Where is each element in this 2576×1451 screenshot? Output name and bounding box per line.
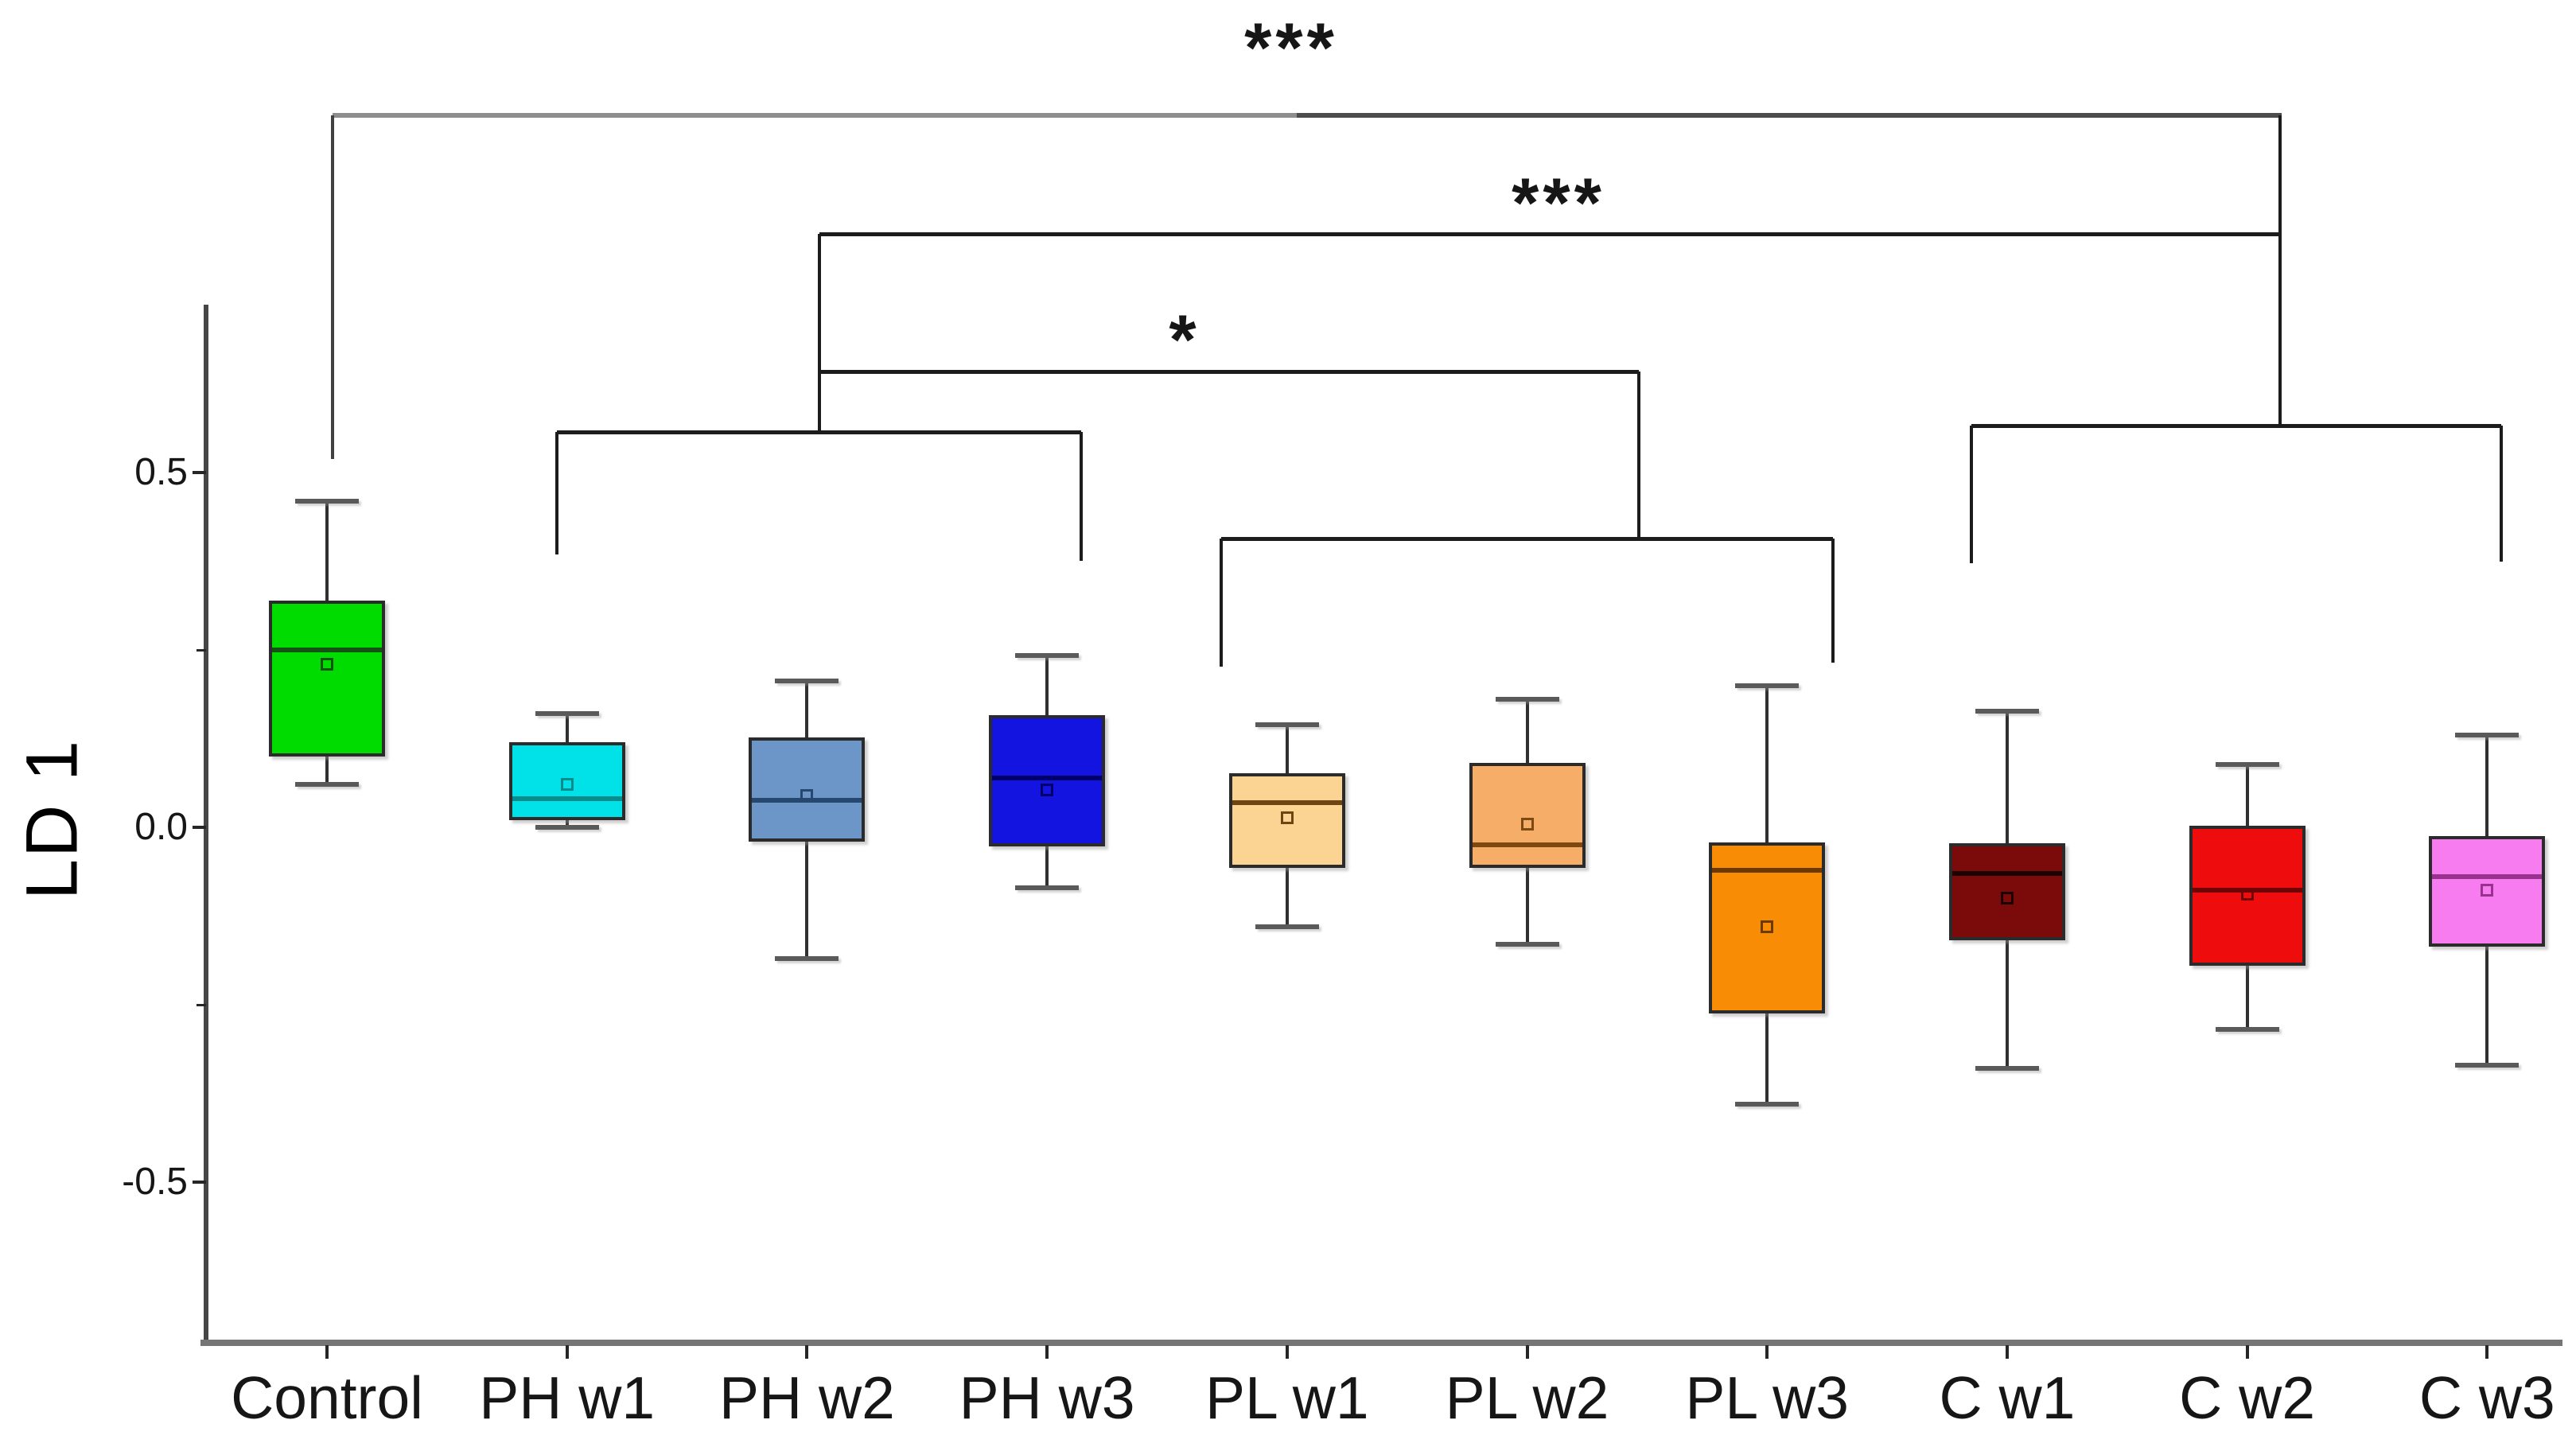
y-axis-major-tick [193, 1181, 206, 1184]
x-axis-category-label: Control [231, 1364, 423, 1431]
significance-bracket-drop [555, 432, 558, 554]
box-ph-w2 [749, 737, 866, 842]
mean-marker [2240, 887, 2254, 901]
y-axis-major-tick [193, 471, 206, 474]
whisker-cap-low [295, 782, 359, 788]
box-pl-w2 [1469, 762, 1586, 868]
significance-bracket-line [1221, 536, 1833, 541]
x-axis-tick [1765, 1345, 1769, 1359]
x-axis-category-label: PL w1 [1204, 1364, 1369, 1431]
mean-marker [1280, 811, 1294, 824]
whisker-cap-low [535, 825, 599, 830]
mean-marker [2481, 884, 2494, 897]
x-axis-tick [1045, 1345, 1049, 1359]
median-line [1712, 867, 1823, 873]
median-line [2192, 888, 2302, 893]
whisker-cap-low [1015, 885, 1080, 890]
y-axis-line [204, 305, 208, 1343]
significance-bracket-drop [818, 234, 821, 432]
whisker-cap-high [1735, 683, 1800, 688]
y-axis-major-tick [193, 826, 206, 829]
x-axis-tick [565, 1345, 569, 1359]
mean-marker [1041, 783, 1054, 796]
whisker-cap-low [775, 956, 839, 962]
significance-bracket-line [1971, 423, 2501, 428]
x-axis-category-label: PH w2 [718, 1364, 895, 1431]
significance-bracket-line [333, 113, 1297, 118]
median-line [2432, 874, 2543, 880]
whisker-cap-high [2215, 761, 2279, 767]
x-axis-category-label: PH w1 [479, 1364, 656, 1431]
significance-bracket-line [819, 231, 2280, 236]
mean-marker [1520, 818, 1534, 831]
mean-marker [321, 657, 333, 671]
median-line [1472, 842, 1582, 848]
x-axis-category-label: C w2 [2179, 1364, 2316, 1431]
x-axis-category-label: PL w2 [1445, 1364, 1609, 1431]
median-line [992, 776, 1103, 781]
x-axis-tick [1285, 1345, 1289, 1359]
whisker-cap-high [1975, 708, 2039, 714]
significance-bracket-drop [1970, 426, 1973, 563]
significance-bracket-drop [2278, 115, 2282, 426]
median-line [1951, 870, 2062, 876]
whisker-cap-low [1495, 942, 1559, 947]
whisker-cap-high [1015, 653, 1080, 659]
mean-marker [2000, 892, 2014, 905]
box-pl-w1 [1228, 773, 1345, 868]
x-axis-tick [805, 1345, 809, 1359]
whisker-cap-high [775, 679, 839, 684]
significance-bracket-drop [2500, 426, 2503, 562]
box-c-w2 [2189, 826, 2306, 966]
significance-bracket-drop [1080, 432, 1083, 561]
y-axis-minor-tick [197, 648, 206, 652]
whisker-cap-low [1735, 1101, 1800, 1107]
mean-marker [560, 778, 574, 792]
x-axis-tick [1525, 1345, 1529, 1359]
significance-bracket-drop [1637, 372, 1640, 539]
box-ph-w3 [989, 715, 1106, 847]
x-axis-category-label: PL w3 [1685, 1364, 1850, 1431]
mean-marker [1761, 920, 1774, 933]
significance-bracket-line [1297, 113, 2282, 118]
y-axis-tick-label: -0.5 [122, 1161, 188, 1203]
whisker-cap-high [295, 498, 359, 504]
x-axis-tick [2245, 1345, 2249, 1359]
box-c-w3 [2429, 835, 2546, 947]
box-control [269, 600, 385, 757]
whisker-cap-low [1255, 924, 1319, 929]
box-c-w1 [1948, 842, 2065, 940]
significance-stars: *** [1244, 8, 1338, 87]
box-ph-w1 [508, 741, 625, 821]
significance-bracket-drop [331, 115, 334, 459]
whisker-cap-low [1975, 1066, 2039, 1072]
y-axis-minor-tick [197, 1003, 206, 1006]
median-line [512, 796, 622, 802]
whisker-cap-high [2455, 733, 2520, 738]
x-axis-category-label: PH w3 [959, 1364, 1135, 1431]
mean-marker [800, 788, 814, 802]
significance-stars: * [1169, 300, 1200, 379]
whisker-cap-high [1495, 696, 1559, 702]
x-axis-category-label: C w3 [2418, 1364, 2555, 1431]
x-axis-tick [325, 1345, 329, 1359]
x-axis-tick [2005, 1345, 2009, 1359]
x-axis-tick [2485, 1345, 2489, 1359]
whisker-cap-low [2455, 1062, 2520, 1068]
whisker-cap-high [1255, 722, 1319, 727]
significance-stars: *** [1512, 163, 1605, 242]
significance-bracket-drop [1220, 539, 1223, 667]
whisker-cap-low [2215, 1027, 2279, 1033]
significance-bracket-line [819, 369, 1639, 374]
whisker-cap-high [535, 711, 599, 717]
significance-bracket-drop [1831, 539, 1835, 663]
y-axis-tick-label: 0.5 [134, 451, 188, 493]
y-axis-tick-label: 0.0 [134, 806, 188, 848]
median-line [1232, 799, 1342, 805]
x-axis-category-label: C w1 [1939, 1364, 2076, 1431]
significance-bracket-line [557, 430, 1081, 434]
x-axis-line [200, 1340, 2562, 1346]
median-line [272, 648, 382, 652]
